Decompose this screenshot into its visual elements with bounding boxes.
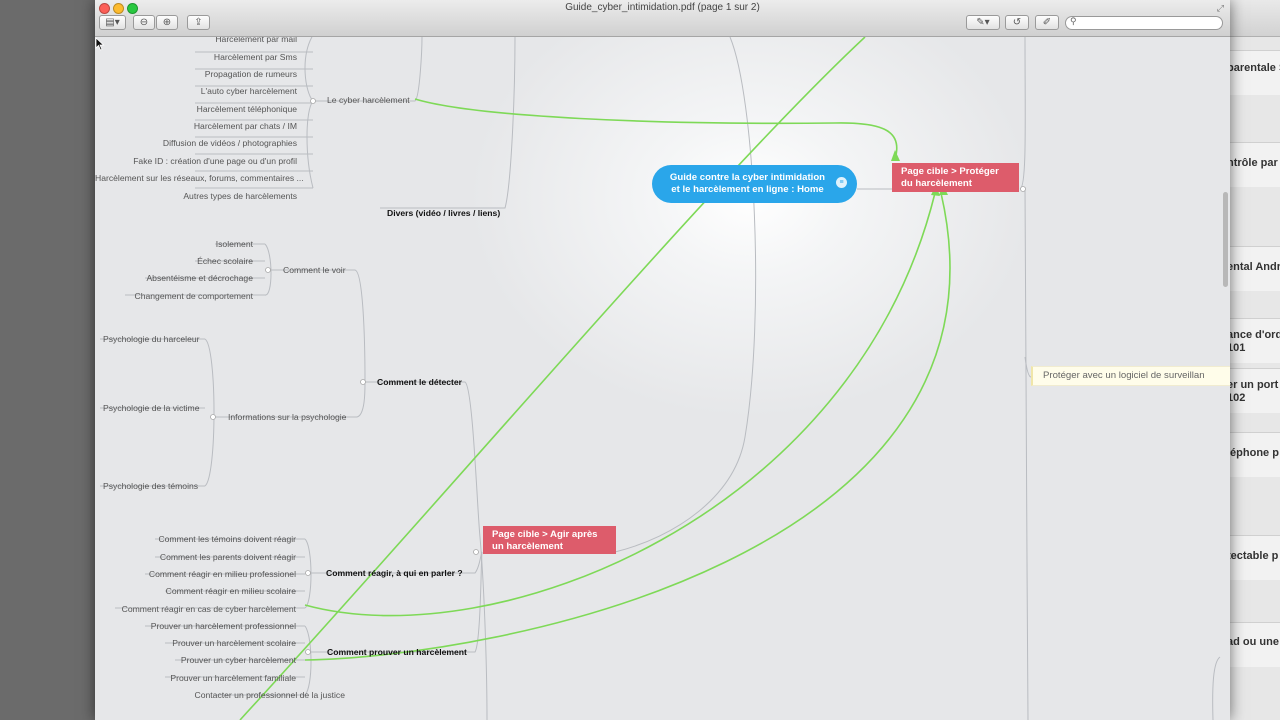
list-item[interactable]: Changement de comportement: [134, 291, 253, 301]
list-item[interactable]: Comment réagir en milieu scolaire: [165, 586, 296, 596]
vertical-scrollbar[interactable]: [1223, 192, 1228, 287]
zoom-out-icon: ⊖: [139, 17, 149, 28]
background-label: ad ou une: [1228, 636, 1279, 648]
list-item[interactable]: Comment les témoins doivent réagir: [158, 534, 296, 544]
background-label: parentale S: [1228, 62, 1280, 74]
background-window: parentale S ntrôle par ental Andr ance d…: [1228, 0, 1280, 720]
target-line: Page cible > Agir après: [492, 529, 598, 540]
background-label: ental Andr: [1228, 261, 1280, 273]
share-button[interactable]: ⇪: [187, 15, 210, 30]
list-item[interactable]: Isolement: [215, 239, 253, 249]
mindmap-connectors: [100, 37, 1221, 720]
search-icon: ⚲: [1070, 16, 1077, 26]
central-topic[interactable]: Guide contre la cyber intimidation et le…: [652, 165, 857, 203]
central-topic-line: et le harcèlement en ligne : Home: [671, 184, 824, 195]
target-line: du harcèlement: [901, 178, 972, 189]
share-icon: ⇪: [194, 17, 203, 28]
background-label: 101: [1228, 342, 1246, 354]
folded-branch-icon: [210, 98, 1026, 655]
title-bar: Guide_cyber_intimidation.pdf (page 1 sur…: [95, 0, 1230, 37]
edit-toolbar-button[interactable]: ✐: [1035, 15, 1059, 30]
callout-note[interactable]: Protéger avec un logiciel de surveillan: [1031, 366, 1230, 386]
topic-divers[interactable]: Divers (vidéo / livres / liens): [387, 208, 501, 218]
list-item[interactable]: Absentéisme et décrochage: [146, 273, 253, 283]
background-row: ad ou une: [1228, 622, 1280, 667]
topic-comment-prouver[interactable]: Comment prouver un harcèlement: [327, 647, 467, 657]
topic-comment-le-detecter[interactable]: Comment le détecter: [377, 377, 463, 387]
rotate-button[interactable]: ↺: [1005, 15, 1029, 30]
list-item[interactable]: Fake ID : création d'une page ou d'un pr…: [133, 156, 297, 166]
background-row: tectable p: [1228, 535, 1280, 580]
search-input[interactable]: ⚲: [1065, 16, 1223, 30]
background-label: léphone p: [1228, 447, 1279, 459]
mouse-cursor-icon: [95, 37, 105, 51]
close-button[interactable]: [99, 3, 110, 14]
list-item[interactable]: Harcèlement par Sms: [213, 52, 297, 62]
list-item[interactable]: Harcèlement sur les réseaux, forums, com…: [95, 173, 304, 183]
list-item[interactable]: L'auto cyber harcèlement: [200, 86, 297, 96]
preview-window: Guide_cyber_intimidation.pdf (page 1 sur…: [95, 0, 1230, 720]
list-item[interactable]: Psychologie des témoins: [103, 481, 199, 491]
topic-comment-le-voir[interactable]: Comment le voir: [283, 265, 346, 275]
note-icon[interactable]: ≡: [836, 177, 847, 188]
list-item[interactable]: Psychologie du harceleur: [103, 334, 200, 344]
list-item[interactable]: Diffusion de vidéos / photographies: [162, 138, 297, 148]
background-label: ntrôle par: [1228, 157, 1278, 169]
list-item[interactable]: Psychologie de la victime: [103, 403, 200, 413]
target-line: un harcèlement: [492, 541, 563, 552]
list-item[interactable]: Échec scolaire: [197, 256, 253, 266]
list-item[interactable]: Autres types de harcèlements: [183, 191, 297, 201]
zoom-out-button[interactable]: ⊖: [133, 15, 155, 30]
topic-cyber-harcelement[interactable]: Le cyber harcèlement: [327, 95, 410, 105]
list-item[interactable]: Comment réagir en cas de cyber harcèleme…: [121, 604, 296, 614]
pen-icon: ✎▾: [976, 17, 990, 28]
background-label: er un port: [1228, 379, 1279, 391]
window-title: Guide_cyber_intimidation.pdf (page 1 sur…: [565, 2, 760, 13]
zoom-in-button[interactable]: ⊕: [156, 15, 178, 30]
list-item[interactable]: Prouver un cyber harcèlement: [180, 655, 296, 665]
list-item[interactable]: Prouver un harcèlement familiale: [170, 673, 296, 683]
target-protect-topic[interactable]: Page cible > Protéger du harcèlement: [892, 163, 1019, 192]
central-topic-line: Guide contre la cyber intimidation: [669, 172, 826, 183]
list-item[interactable]: Harcèlement par chats / IM: [193, 121, 297, 131]
background-row: ental Andr: [1228, 246, 1280, 291]
background-label: 102: [1228, 392, 1246, 404]
pdf-page[interactable]: Harcèlement par mail Harcèlement par Sms…: [95, 37, 1230, 720]
fullscreen-icon[interactable]: ⤢: [1216, 3, 1224, 13]
list-item[interactable]: Harcèlement téléphonique: [196, 104, 297, 114]
edit-icon: ✐: [1042, 17, 1052, 28]
rotate-icon: ↺: [1012, 17, 1022, 28]
list-item[interactable]: Prouver un harcèlement scolaire: [172, 638, 296, 648]
background-row: ntrôle par: [1228, 142, 1280, 187]
topic-comment-reagir[interactable]: Comment réagir, à qui en parler ?: [326, 568, 463, 578]
zoom-in-icon: ⊕: [162, 17, 172, 28]
background-row: léphone p: [1228, 432, 1280, 477]
list-item[interactable]: Harcèlement par mail: [215, 37, 297, 44]
minimize-button[interactable]: [113, 3, 124, 14]
list-item[interactable]: Propagation de rumeurs: [204, 69, 297, 79]
list-item[interactable]: Contacter un professionnel de la justice: [194, 690, 345, 700]
background-label: ance d'ord: [1228, 329, 1280, 341]
background-window-toolbar: [1228, 0, 1280, 37]
zoom-button[interactable]: [127, 3, 138, 14]
topic-psychologie[interactable]: Informations sur la psychologie: [228, 412, 347, 422]
target-line: Page cible > Protéger: [901, 166, 999, 177]
target-act-topic[interactable]: Page cible > Agir après un harcèlement: [483, 526, 616, 554]
sidebar-icon: ▤▾: [105, 17, 120, 28]
list-item[interactable]: Comment les parents doivent réagir: [159, 552, 296, 562]
background-label: tectable p: [1228, 550, 1279, 562]
list-item[interactable]: Comment réagir en milieu professionel: [148, 569, 296, 579]
list-item[interactable]: Prouver un harcèlement professionnel: [150, 621, 296, 631]
sidebar-toggle-button[interactable]: ▤▾: [99, 15, 126, 30]
background-row: parentale S: [1228, 50, 1280, 95]
annotate-button[interactable]: ✎▾: [966, 15, 1000, 30]
